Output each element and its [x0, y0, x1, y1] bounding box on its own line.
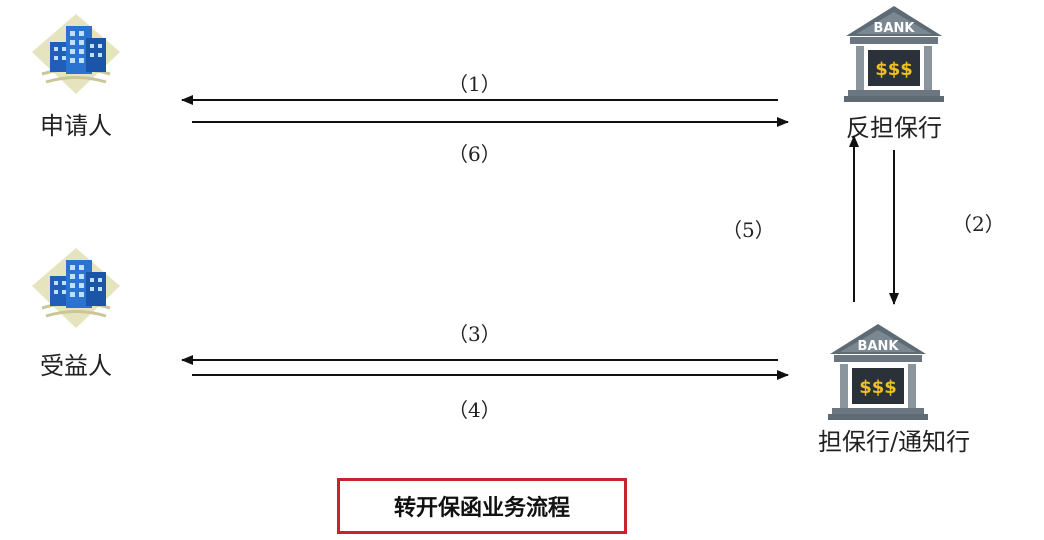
dollar-sign-text: $$$ — [859, 377, 897, 398]
step-4-label: （4） — [448, 398, 501, 422]
bank-icon: BANK $$$ — [842, 4, 946, 104]
building-icon — [28, 12, 124, 96]
counter-guarantor-label: 反担保行 — [846, 114, 942, 142]
step-2-label: （2） — [952, 212, 1005, 236]
building-icon — [28, 246, 124, 330]
bank-icon: BANK $$$ — [826, 322, 930, 422]
beneficiary-label: 受益人 — [40, 352, 112, 380]
step-6-label: （6） — [448, 142, 501, 166]
diagram-title: 转开保函业务流程 — [393, 495, 570, 521]
dollar-sign-text: $$$ — [875, 59, 913, 80]
diagram-title-box: 转开保函业务流程 — [337, 478, 627, 534]
guarantor-label: 担保行/通知行 — [818, 428, 971, 456]
bank-text: BANK — [858, 339, 900, 354]
applicant-label: 申请人 — [40, 112, 112, 140]
step-3-label: （3） — [448, 322, 501, 346]
step-5-label: （5） — [722, 218, 775, 242]
step-1-label: （1） — [448, 72, 501, 96]
bank-text: BANK — [874, 21, 916, 36]
